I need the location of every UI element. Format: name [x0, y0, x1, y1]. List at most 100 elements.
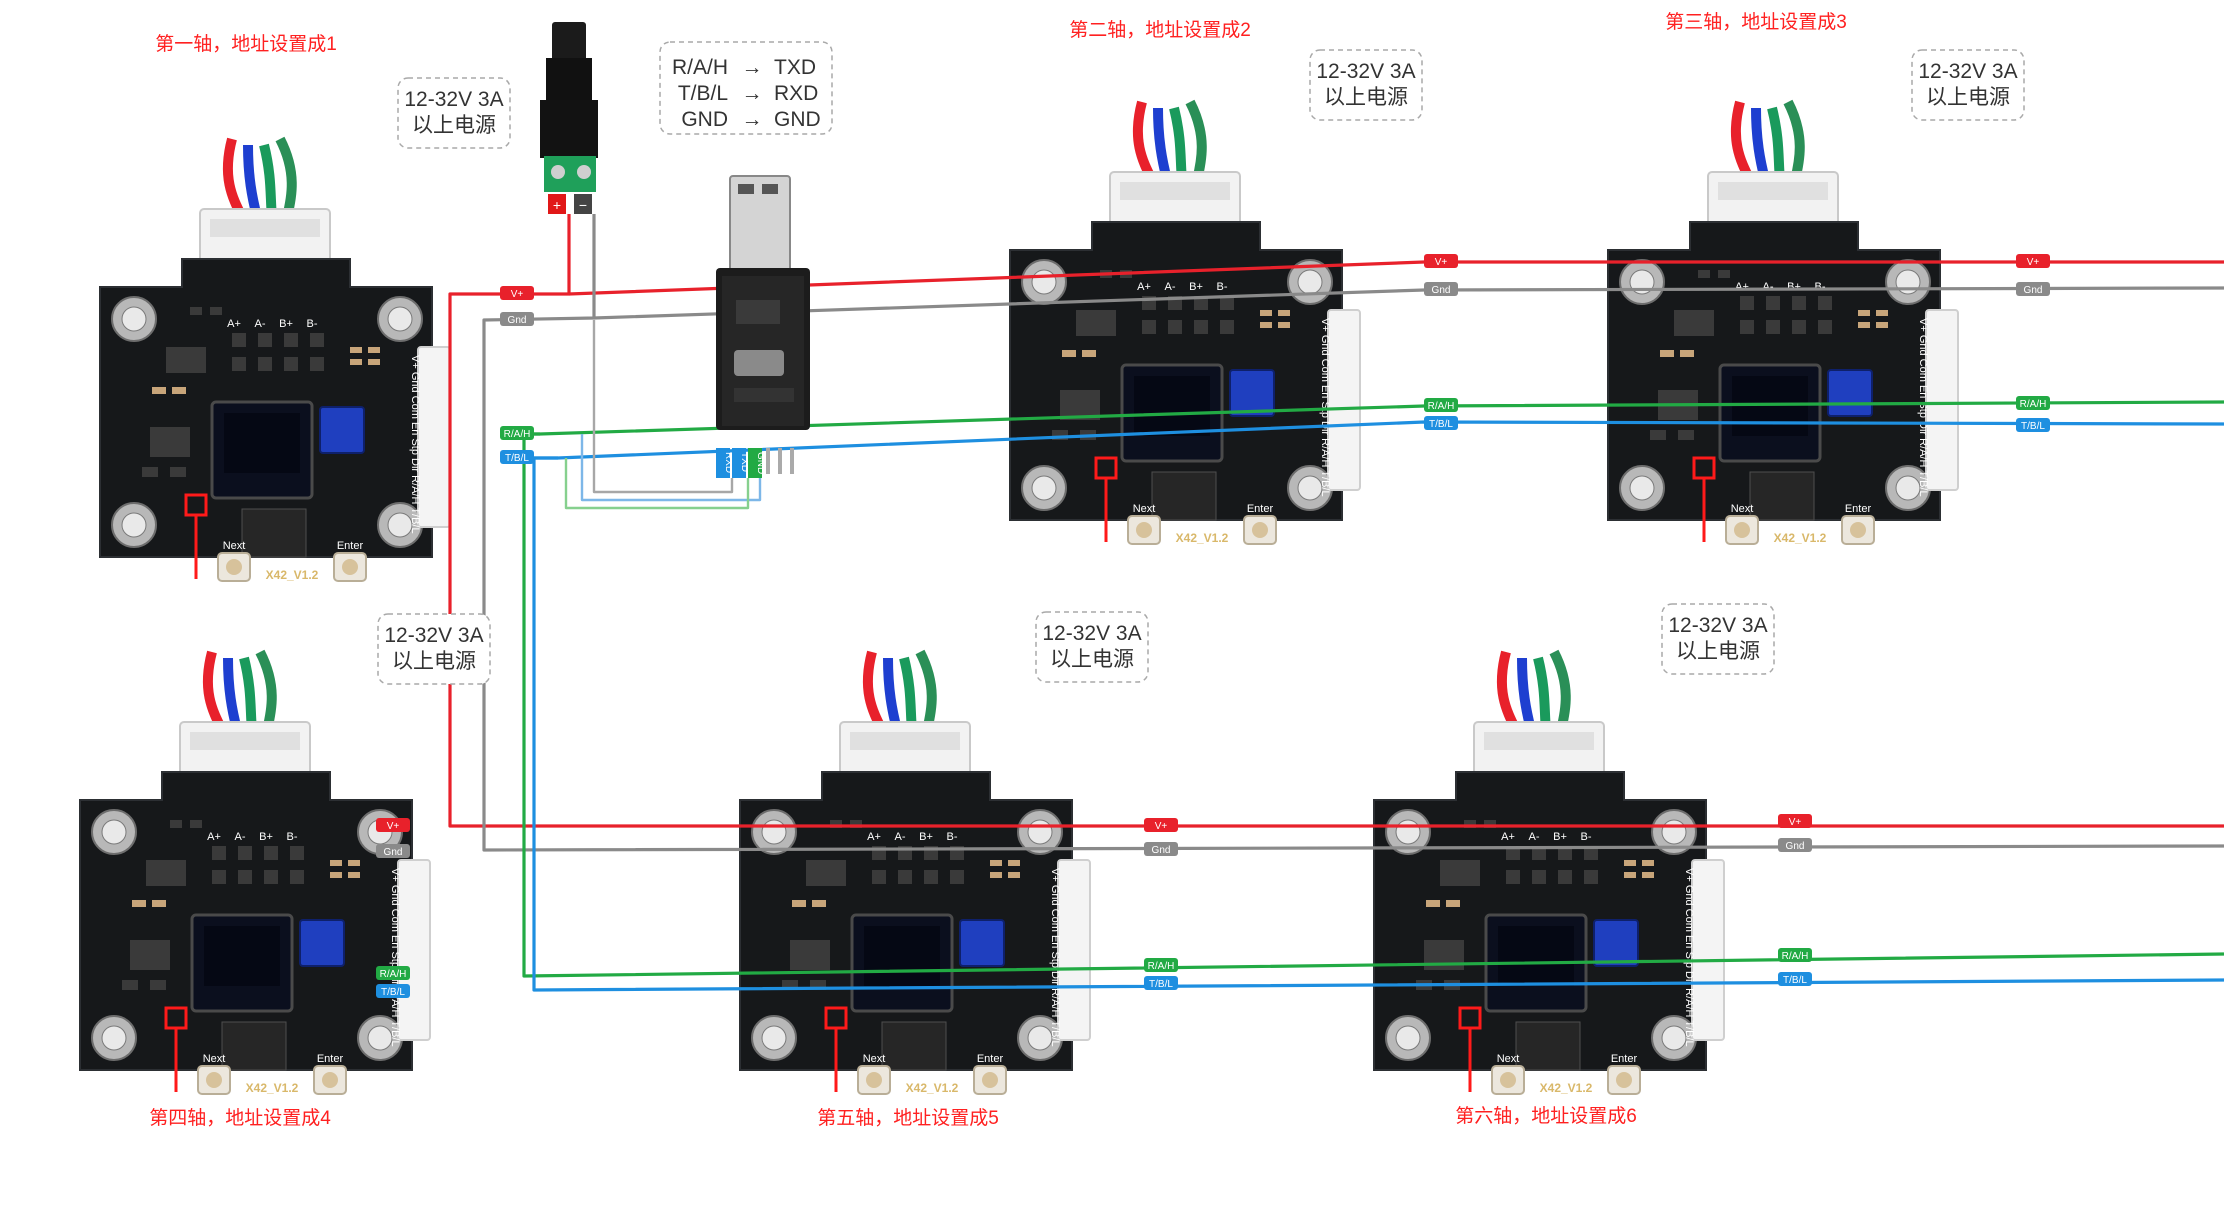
board-model: X42_V1.2 — [266, 568, 319, 582]
wire-tag-vplus: V+ — [1144, 818, 1178, 832]
svg-text:12-32V 3A: 12-32V 3A — [384, 624, 483, 647]
axis-address-label: 第二轴，地址设置成2 — [1069, 19, 1251, 41]
driver-board-axis4: A+A-B+B-V+ Gnd Com En Stp Dir R/A/H T/B/… — [80, 652, 430, 1095]
next-button-label: Next — [863, 1053, 886, 1065]
driver-board-axis6: A+A-B+B-V+ Gnd Com En Stp Dir R/A/H T/B/… — [1374, 652, 1724, 1095]
wire — [482, 214, 2224, 852]
driver-board-axis2: A+A-B+B-V+ Gnd Com En Stp Dir R/A/H T/B/… — [1010, 102, 1360, 545]
svg-text:R/A/H: R/A/H — [1782, 951, 1809, 962]
svg-text:T/B/L: T/B/L — [505, 453, 529, 464]
wire-tag-rx: R/A/H — [376, 966, 410, 980]
usb-pin-label: RXD — [723, 452, 734, 473]
pin-map-from: R/A/H — [672, 56, 728, 79]
wire-tag-rx: R/A/H — [1424, 398, 1458, 412]
board-model: X42_V1.2 — [906, 1081, 959, 1095]
wire-tag-gnd: Gnd — [1144, 842, 1178, 856]
side-pin-labels: V+ Gnd Com En Stp Dir R/A/H T/B/L — [1049, 868, 1061, 1047]
svg-text:Gnd: Gnd — [1432, 285, 1451, 296]
motor-pin-label: A- — [1529, 831, 1540, 843]
board-model: X42_V1.2 — [1540, 1081, 1593, 1095]
enter-button-label: Enter — [1845, 503, 1872, 515]
wire-tag-rx: R/A/H — [500, 426, 534, 440]
wire-tag-rx: R/A/H — [2016, 396, 2050, 410]
wire — [532, 456, 2224, 992]
motor-pin-label: B+ — [1553, 831, 1567, 843]
motor-pin-label: A+ — [867, 831, 881, 843]
svg-text:V+: V+ — [2027, 257, 2040, 268]
pin-map-arrow: → — [742, 82, 763, 105]
wire-tag-gnd: Gnd — [2016, 282, 2050, 296]
motor-pin-label: B+ — [1787, 281, 1801, 293]
svg-text:Gnd: Gnd — [508, 315, 527, 326]
next-button-label: Next — [1497, 1053, 1520, 1065]
usb-pin-label: GND — [755, 452, 766, 474]
next-button-label: Next — [203, 1053, 226, 1065]
svg-text:R/A/H: R/A/H — [1148, 961, 1175, 972]
motor-pin-label: B- — [1815, 281, 1826, 293]
svg-text:12-32V 3A: 12-32V 3A — [1668, 614, 1767, 637]
dc-plus-label: + — [553, 197, 561, 213]
svg-text:R/A/H: R/A/H — [2020, 399, 2047, 410]
usb-pin-label: TXD — [739, 452, 750, 472]
pin-map-arrow: → — [742, 108, 763, 131]
enter-button-label: Enter — [1611, 1053, 1638, 1065]
axis-address-label: 第六轴，地址设置成6 — [1455, 1105, 1637, 1127]
driver-board-axis1: A+A-B+B-V+ Gnd Com En Stp Dir R/A/H T/B/… — [100, 139, 450, 582]
side-pin-labels: V+ Gnd Com En Stp Dir R/A/H T/B/L — [389, 868, 401, 1047]
wire-tag-tx: T/B/L — [1144, 976, 1178, 990]
board-model: X42_V1.2 — [1176, 531, 1229, 545]
svg-text:12-32V 3A: 12-32V 3A — [1316, 60, 1415, 83]
next-button-label: Next — [1731, 503, 1754, 515]
wire-tag-vplus: V+ — [1424, 254, 1458, 268]
board-model: X42_V1.2 — [246, 1081, 299, 1095]
enter-button-label: Enter — [1247, 503, 1274, 515]
svg-text:T/B/L: T/B/L — [1783, 975, 1807, 986]
next-button-label: Next — [223, 540, 246, 552]
wire — [592, 320, 734, 494]
wire-tag-rx: R/A/H — [1778, 948, 1812, 962]
motor-pin-label: A+ — [1137, 281, 1151, 293]
pin-map-from: T/B/L — [678, 82, 728, 105]
motor-pin-label: A- — [895, 831, 906, 843]
svg-text:以上电源: 以上电源 — [412, 114, 496, 137]
wire-tag-tx: T/B/L — [1778, 972, 1812, 986]
axis-address-label: 第一轴，地址设置成1 — [155, 33, 337, 55]
motor-pin-label: B- — [947, 831, 958, 843]
svg-text:V+: V+ — [511, 289, 524, 300]
svg-text:R/A/H: R/A/H — [1428, 401, 1455, 412]
usb-pin — [748, 448, 762, 478]
axis-address-label: 第四轴，地址设置成4 — [149, 1107, 331, 1129]
pin-map-arrow: → — [742, 56, 763, 79]
motor-pin-label: A+ — [207, 831, 221, 843]
svg-text:V+: V+ — [1155, 821, 1168, 832]
motor-pin-label: A- — [255, 318, 266, 330]
wire-tag-tx: T/B/L — [376, 984, 410, 998]
wire — [593, 286, 2224, 320]
svg-text:Gnd: Gnd — [1152, 845, 1171, 856]
pin-map-from: GND — [681, 108, 728, 131]
driver-board-axis5: A+A-B+B-V+ Gnd Com En Stp Dir R/A/H T/B/… — [740, 652, 1090, 1095]
enter-button-label: Enter — [977, 1053, 1004, 1065]
svg-text:V+: V+ — [1435, 257, 1448, 268]
axis-address-label: 第三轴，地址设置成3 — [1665, 11, 1847, 33]
usb-pin — [732, 448, 746, 478]
motor-pin-label: B+ — [279, 318, 293, 330]
wire-tag-vplus: V+ — [500, 286, 534, 300]
motor-pin-label: B- — [1217, 281, 1228, 293]
svg-text:T/B/L: T/B/L — [381, 987, 405, 998]
svg-text:V+: V+ — [387, 821, 400, 832]
wire-tag-vplus: V+ — [2016, 254, 2050, 268]
side-pin-labels: V+ Gnd Com En Stp Dir R/A/H T/B/L — [1319, 318, 1331, 497]
motor-pin-label: A+ — [1735, 281, 1749, 293]
svg-text:12-32V 3A: 12-32V 3A — [1042, 622, 1141, 645]
enter-button-label: Enter — [317, 1053, 344, 1065]
wire — [580, 434, 762, 502]
svg-text:T/B/L: T/B/L — [2021, 421, 2045, 432]
pin-map-to: GND — [774, 108, 821, 131]
